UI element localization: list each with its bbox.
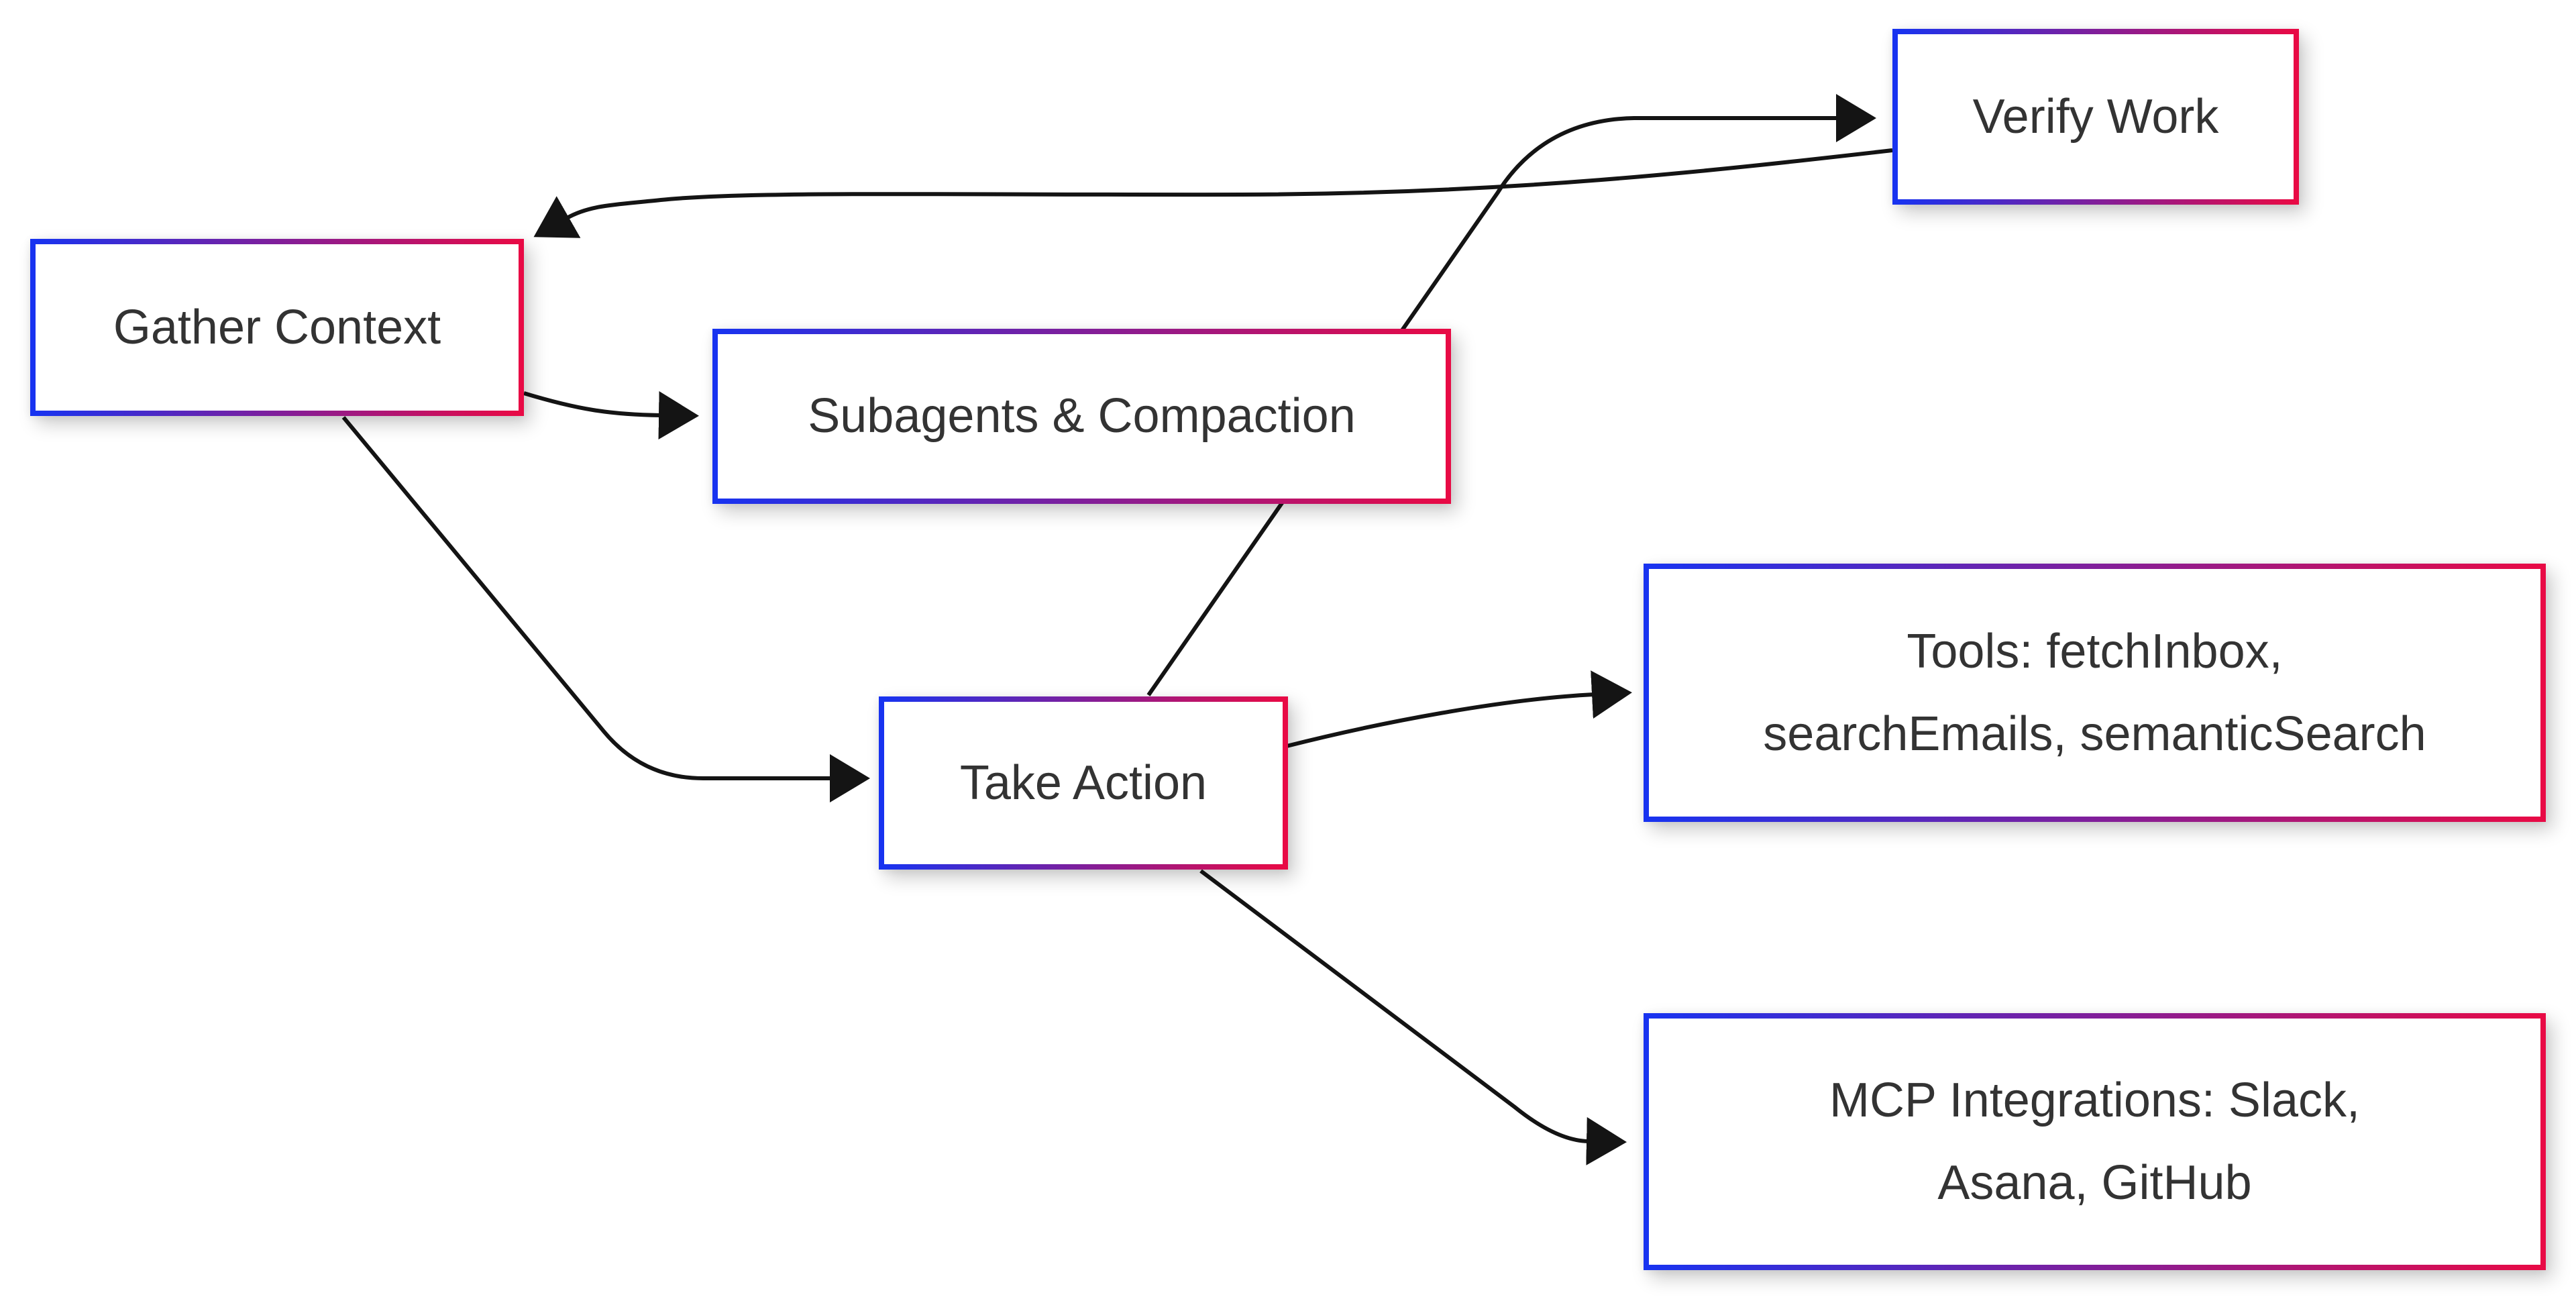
node-gather-context-label: Gather Context xyxy=(113,300,441,354)
node-tools: Tools: fetchInbox, searchEmails, semanti… xyxy=(1644,564,2546,822)
node-mcp-integrations-label-line-2: Asana, GitHub xyxy=(1937,1155,2252,1210)
edge-verify-work-to-gather-context xyxy=(533,148,1893,238)
edge-take-action-to-tools xyxy=(1286,670,1632,748)
node-mcp-integrations-label-line-1: MCP Integrations: Slack, xyxy=(1829,1074,2360,1128)
node-take-action-label: Take Action xyxy=(959,755,1208,810)
node-tools-label-line-1: Tools: fetchInbox, xyxy=(1907,625,2283,679)
node-take-action: Take Action xyxy=(879,696,1288,870)
node-verify-work-label: Verify Work xyxy=(1972,89,2219,144)
edge-gather-context-to-subagents xyxy=(523,390,699,439)
node-mcp-integrations: MCP Integrations: Slack, Asana, GitHub xyxy=(1644,1013,2546,1270)
node-gather-context: Gather Context xyxy=(30,239,524,416)
edge-take-action-to-mcp-integrations xyxy=(1199,869,1627,1165)
node-subagents-compaction-label: Subagents & Compaction xyxy=(808,389,1356,444)
edge-gather-context-to-take-action xyxy=(341,416,870,802)
node-verify-work: Verify Work xyxy=(1892,29,2299,205)
node-subagents-compaction: Subagents & Compaction xyxy=(712,329,1451,504)
edge-take-action-to-verify-work xyxy=(1146,94,1876,696)
node-tools-label-line-2: searchEmails, semanticSearch xyxy=(1763,707,2426,761)
